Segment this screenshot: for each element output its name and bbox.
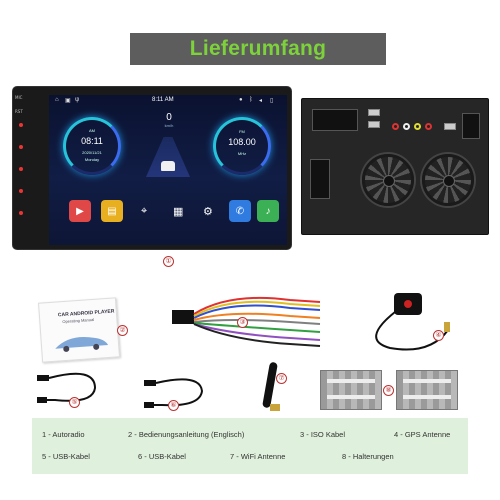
home-icon: ⌂ [55,97,59,103]
video-app-icon[interactable]: ▶ [69,200,91,222]
rca-red-icon [425,123,432,130]
status-bar: ⌂ ▣ ψ 8:11 AM ● ᛒ ◂ ▯ [49,95,287,107]
phone-app-icon[interactable]: ✆ [229,200,251,222]
image-icon: ▣ [65,98,71,104]
legend-item: 3 - ISO Kabel [300,430,346,439]
legend-item: 7 - WiFi Antenne [230,452,286,461]
apps-grid-icon[interactable]: ▦ [173,206,184,218]
wifi-antenna [262,361,278,409]
iso-connector-port [312,109,358,131]
speed-unit: km/h [164,123,174,128]
mounting-bracket-right [396,370,458,410]
back-button-icon [19,167,23,171]
menu-icon: ▯ [270,98,274,104]
power-button-icon [19,123,23,127]
radio-app-icon[interactable]: ▤ [101,200,123,222]
gps-antenna-cable [375,311,450,351]
clock-date: 2020/11/21 [82,150,102,155]
mounting-bracket-left [320,370,382,410]
clock-time: 08:11 [81,136,103,146]
radio-frequency: 108.00 [228,137,256,147]
bluetooth-icon: ᛒ [249,97,253,103]
antenna-port [462,113,480,139]
label-num-3: ③ [237,317,248,328]
radio-gauge: FM 108.00 MHz [213,117,271,175]
rca-yellow-icon [414,123,421,130]
volume-icon: ◂ [259,98,263,104]
speedometer: 0 km/h [149,112,189,128]
label-num-7: ⑦ [276,373,287,384]
label-num-8: ⑧ [383,385,394,396]
label-num-2: ② [117,325,128,336]
radio-unit: MHz [237,151,247,156]
legend-item: 2 - Bedienungsanleitung (Englisch) [128,430,245,439]
contents-legend: 1 - Autoradio 2 - Bedienungsanleitung (E… [32,418,468,474]
clock-day: Monday [84,157,100,162]
usb-port-icon [368,121,380,128]
legend-item: 4 - GPS Antenne [394,430,451,439]
label-num-6: ⑥ [168,400,179,411]
navigation-icon[interactable]: ⌖ [141,205,148,217]
car-icon [161,161,175,171]
label-num-5: ⑤ [69,397,80,408]
legend-item: 5 - USB-Kabel [42,452,90,461]
status-time: 8:11 AM [152,97,174,103]
speed-value: 0 [166,112,172,123]
cooling-fan-icon [422,154,474,206]
side-buttons: MIC RST [15,95,29,245]
clock-gauge: AM 08:11 2020/11/21 Monday [63,117,121,175]
road-graphic [146,137,190,177]
cooling-fan-icon [362,154,414,206]
settings-icon[interactable]: ⚙ [203,206,213,218]
manual-car-illustration [55,337,109,352]
usb-port-icon [444,123,456,130]
iso-cable-harness [172,296,321,347]
wifi-antenna-connector [270,404,280,411]
radio-screen: ⌂ ▣ ψ 8:11 AM ● ᛒ ◂ ▯ AM 08:11 2020/11/2… [49,95,287,245]
rst-label: RST [15,109,23,114]
title-text: Lieferumfang [189,37,327,60]
volume-down-icon [19,211,23,215]
usb-port-icon [368,109,380,116]
rca-red-icon [392,123,399,130]
title-banner: Lieferumfang [130,33,386,65]
music-app-icon[interactable]: ♪ [257,200,279,222]
operating-manual: CAR ANDROID PLAYER Operating Manual [38,297,120,363]
car-radio-head-unit: MIC RST ⌂ ▣ ψ 8:11 AM ● ᛒ ◂ ▯ AM 08:11 2… [12,86,292,250]
volume-up-icon [19,189,23,193]
label-num-4: ④ [433,330,444,341]
gps-antenna [394,293,422,315]
legend-item: 1 - Autoradio [42,430,85,439]
location-icon: ● [239,97,243,103]
usb-cable-6 [144,378,204,408]
radio-back-panel [301,98,489,235]
label-num-1: ① [163,256,174,267]
legend-item: 6 - USB-Kabel [138,452,186,461]
side-connector [310,159,330,199]
legend-item: 8 - Halterungen [342,452,394,461]
rca-white-icon [403,123,410,130]
usb-icon: ψ [75,97,80,103]
mic-label: MIC [15,95,23,100]
manual-subtitle: Operating Manual [62,316,95,325]
home-button-icon [19,145,23,149]
usb-cable-5 [37,372,97,403]
radio-band: FM [239,129,245,134]
clock-ampm: AM [89,128,95,133]
